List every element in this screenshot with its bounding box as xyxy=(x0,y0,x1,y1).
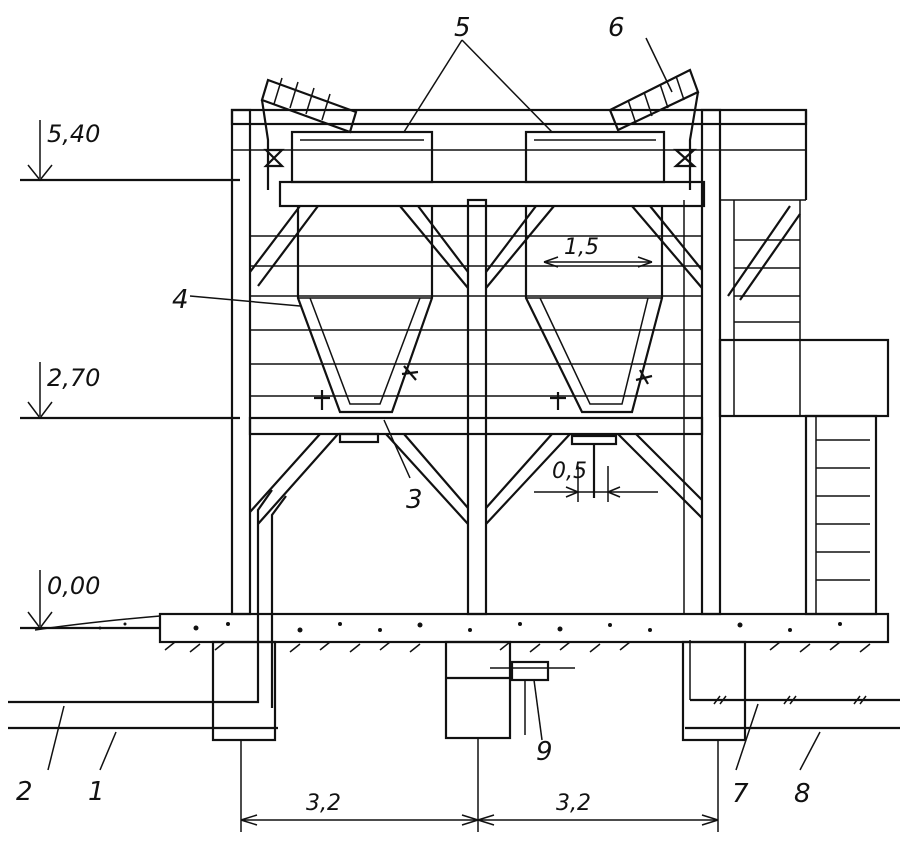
dimension-hopper-width: 1,5 xyxy=(543,235,653,268)
callout-4: 4 xyxy=(172,285,189,315)
steel-frame xyxy=(230,108,808,616)
hopper-top-right xyxy=(524,130,666,184)
drive-unit-9 xyxy=(490,660,575,735)
callout-6: 6 xyxy=(608,13,625,43)
hopper-top-left xyxy=(290,130,434,184)
callout-8: 8 xyxy=(794,779,811,809)
foundation-right xyxy=(681,640,747,742)
loading-chute-right xyxy=(608,68,700,190)
level-mark-000: 0,00 xyxy=(20,570,160,630)
callout-7: 7 xyxy=(732,779,749,809)
dimension-right-span-label: 3,2 xyxy=(556,791,591,816)
callout-1: 1 xyxy=(88,777,105,807)
foundation-center xyxy=(444,640,512,740)
dimension-left-span-label: 3,2 xyxy=(306,791,341,816)
dimension-bottom: 3,2 3,2 xyxy=(240,738,719,832)
valve-left-icon xyxy=(263,148,285,168)
valve-right-icon xyxy=(673,148,697,168)
callout-2: 2 xyxy=(16,777,33,807)
callout-3: 3 xyxy=(406,485,423,515)
sampling-valves xyxy=(314,365,653,410)
dimension-hopper-width-label: 1,5 xyxy=(564,235,599,260)
callout-9: 9 xyxy=(536,737,553,767)
dimension-outlet-offset-label: 0,5 xyxy=(552,459,587,484)
foundation-left xyxy=(211,640,277,742)
pipeline-2 xyxy=(8,489,287,708)
level-label-540: 5,40 xyxy=(47,120,100,148)
loading-chute-left xyxy=(260,77,358,190)
level-mark-540: 5,40 xyxy=(20,120,240,182)
hopper-left xyxy=(296,206,434,444)
level-label-000: 0,00 xyxy=(47,572,100,600)
hopper-right xyxy=(524,206,664,498)
callout-5: 5 xyxy=(454,13,471,43)
level-mark-270: 2,70 xyxy=(20,362,240,420)
pipeline-7 xyxy=(689,640,900,705)
level-label-270: 2,70 xyxy=(47,364,100,392)
concrete-floor-slab xyxy=(34,612,890,653)
staircase xyxy=(718,200,890,616)
dimension-outlet-offset: 0,5 xyxy=(534,459,658,502)
callout-leaders xyxy=(47,37,821,771)
